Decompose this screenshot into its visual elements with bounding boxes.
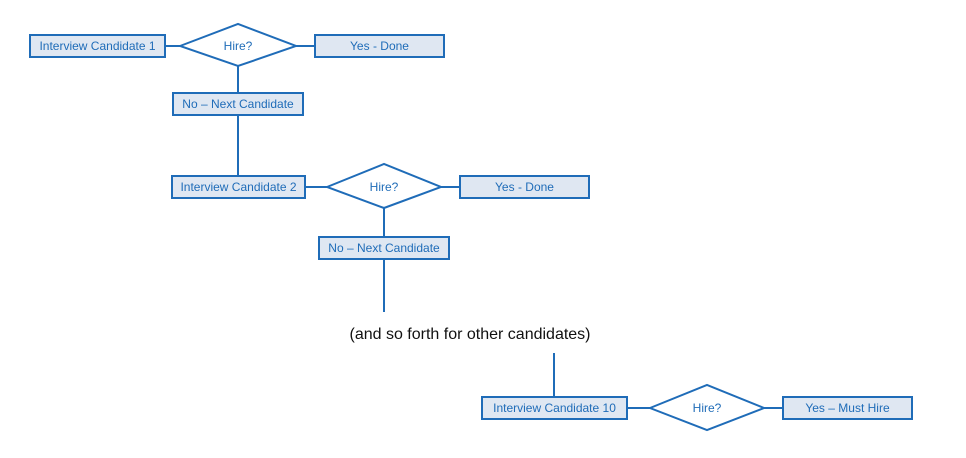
yes-done-1-box: Yes - Done — [314, 34, 445, 58]
yes-must-hire-box: Yes – Must Hire — [782, 396, 913, 420]
decision-diamond-1 — [177, 22, 299, 68]
hire-decision-1-label: Hire? — [223, 39, 253, 53]
interview-candidate-1-box: Interview Candidate 1 — [29, 34, 166, 58]
decision-diamond-2 — [324, 162, 444, 210]
continuation-note: (and so forth for other candidates) — [349, 326, 591, 343]
no-next-candidate-2-box: No – Next Candidate — [318, 236, 450, 260]
hire-decision-3-label: Hire? — [692, 401, 722, 415]
hire-decision-2-label: Hire? — [369, 180, 399, 194]
interview-candidate-10-box: Interview Candidate 10 — [481, 396, 628, 420]
yes-done-2-box: Yes - Done — [459, 175, 590, 199]
interview-candidate-2-box: Interview Candidate 2 — [171, 175, 306, 199]
no-next-candidate-1-box: No – Next Candidate — [172, 92, 304, 116]
decision-diamond-3 — [647, 383, 767, 432]
